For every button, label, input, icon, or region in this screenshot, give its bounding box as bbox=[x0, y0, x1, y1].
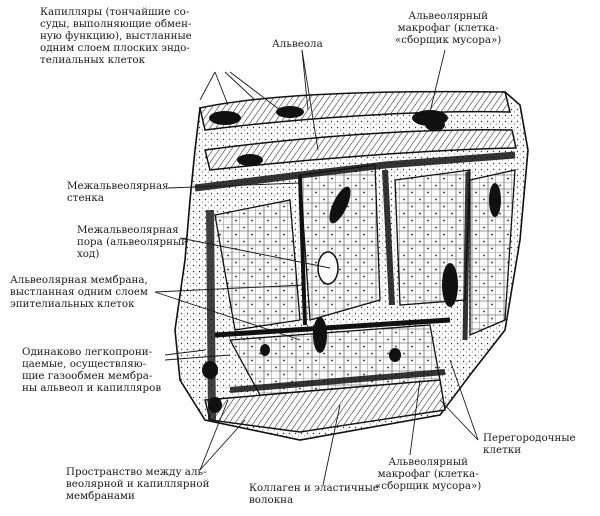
label-macrophage-top: Альвеолярный макрофаг (клетка- «сборщик … bbox=[395, 10, 502, 46]
label-alveolar-membrane: Альвеолярная мембрана, выстланная одним … bbox=[10, 274, 148, 310]
label-alveolus: Альвеола bbox=[272, 38, 323, 50]
label-interalveolar-pore: Межальвеолярная пора (альвеолярный ход) bbox=[77, 224, 189, 260]
label-space-between: Пространство между аль- веолярной и капи… bbox=[66, 466, 210, 502]
label-collagen: Коллаген и эластичные волокна bbox=[249, 482, 379, 506]
interalveolar-septa bbox=[194, 151, 516, 421]
label-septal-cells: Перегородочные клетки bbox=[483, 432, 576, 456]
label-macrophage-bottom: Альвеолярный макрофаг (клетка- «сборщик … bbox=[375, 456, 482, 492]
label-permeable-membranes: Одинаково легкопрони- цаемые, осуществля… bbox=[22, 346, 162, 394]
leader-lines bbox=[154, 49, 479, 486]
alveolar-walls bbox=[204, 164, 516, 433]
label-interalveolar-wall: Межальвеолярная стенка bbox=[67, 180, 169, 204]
cell-nuclei bbox=[202, 119, 501, 413]
label-capillaries: Капилляры (тончайшие со- суды, выполняющ… bbox=[40, 6, 192, 66]
